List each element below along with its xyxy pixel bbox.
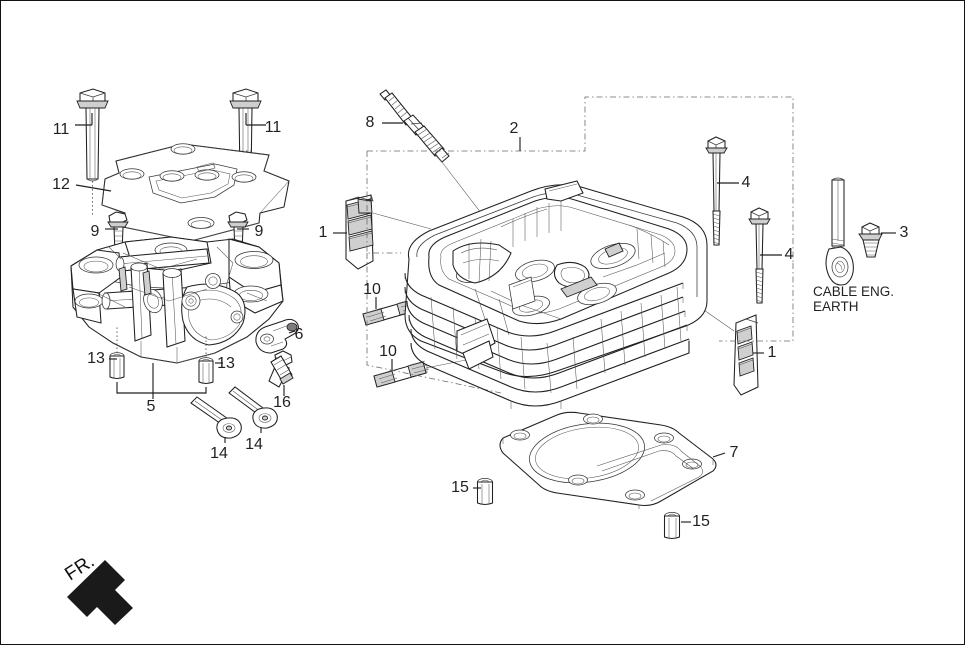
ref-number-13: 13: [87, 350, 105, 367]
earth-cable-group: [825, 177, 896, 286]
part-7-head-gasket: [499, 411, 726, 509]
callout-box-2: [366, 96, 794, 342]
part-14-valve-right: [228, 386, 278, 429]
ref-number-5: 5: [147, 398, 156, 415]
dowel-13-group: [109, 327, 223, 399]
part-3-bolt: [858, 222, 896, 258]
ref-number-12: 12: [52, 176, 70, 193]
cooling-fins: [404, 272, 690, 394]
ref-number-10: 10: [379, 343, 397, 360]
cable-earth-line1: CABLE ENG.: [813, 284, 894, 299]
ref-number-4: 4: [742, 174, 751, 191]
fr-arrow-icon: [67, 560, 133, 625]
part-15-dowel-right: [663, 512, 691, 540]
cable-earth-annotation: CABLE ENG. EARTH: [813, 284, 894, 314]
part-16-bolt: [268, 350, 294, 388]
tensioner-group: [255, 318, 299, 396]
ref-number-16: 16: [273, 394, 291, 411]
ref-number-6: 6: [295, 326, 304, 343]
ref-number-9: 9: [255, 223, 264, 240]
part-6-tensioner-arm: [255, 318, 299, 354]
ref-number-14: 14: [245, 436, 263, 453]
gasket-group: [473, 411, 726, 540]
ref-number-1: 1: [768, 344, 777, 361]
ref-number-10: 10: [363, 281, 381, 298]
earth-cable: [825, 177, 854, 286]
ref-number-2: 2: [510, 120, 519, 137]
part-13-dowel-left: [109, 352, 125, 380]
head-bolt-group: [705, 136, 782, 304]
callout-box-2b: [366, 253, 502, 394]
orientation-marker: FR.: [61, 551, 133, 625]
valve-group: [190, 386, 278, 443]
part-11-bolt-left: [76, 88, 109, 182]
ref-number-4: 4: [785, 246, 794, 263]
ref-number-3: 3: [900, 224, 909, 241]
leader-6: [288, 330, 296, 334]
cable-earth-line2: EARTH: [813, 299, 859, 314]
ref-number-1: 1: [319, 224, 328, 241]
part-5-camshaft-holder: [70, 236, 284, 364]
ref-number-7: 7: [730, 444, 739, 461]
part-4-bolt-lower: [748, 207, 782, 304]
bracket-5: [116, 382, 207, 394]
ref-number-8: 8: [366, 114, 375, 131]
leader-7: [712, 452, 726, 458]
part-14-valve-left: [190, 396, 242, 439]
ref-number-14: 14: [210, 445, 228, 462]
ref-number-11: 11: [53, 121, 70, 138]
part-13-dowel-right: [198, 357, 214, 385]
ref-number-15: 15: [692, 513, 710, 530]
ref-number-9: 9: [91, 223, 100, 240]
part-4-bolt-upper: [705, 136, 739, 246]
part-1-right-valve-guide: [690, 300, 764, 396]
leader-12: [75, 184, 112, 192]
part-10-stud-lower: [373, 348, 522, 388]
ref-number-15: 15: [451, 479, 469, 496]
ref-number-13: 13: [217, 355, 235, 372]
part-2-cylinder-head: [366, 96, 794, 409]
part-9-bolt-right: [227, 211, 249, 254]
ref-number-11: 11: [265, 119, 282, 136]
part-15-dowel-left: [473, 478, 494, 506]
head-cover-group: [75, 88, 290, 242]
assembly-line-guide-left: [372, 212, 432, 230]
